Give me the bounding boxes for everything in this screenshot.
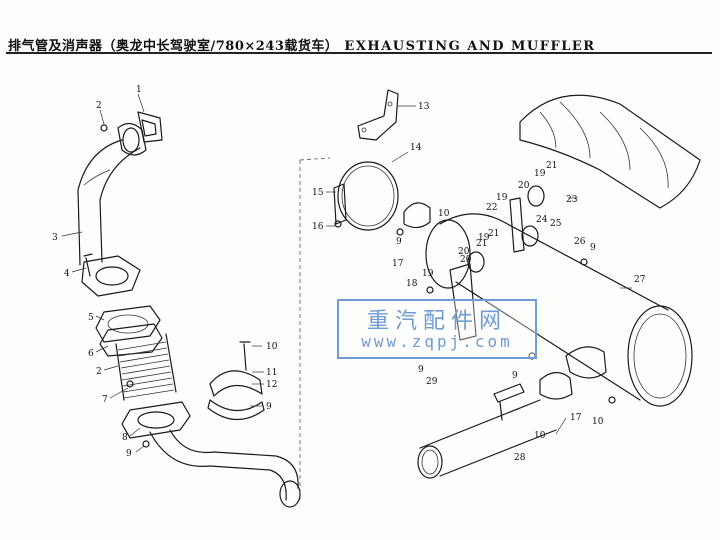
gasket-part-1	[137, 111, 163, 143]
callout-12: 12	[266, 380, 277, 390]
callout-10-tailpipe: 10	[534, 431, 546, 441]
callout-10-upper: 10	[438, 209, 450, 219]
top-flange-opening	[122, 127, 140, 153]
mid-flange	[81, 255, 141, 297]
exhaust-pipe-assembly	[77, 111, 301, 508]
callout-19-b: 19	[534, 169, 546, 179]
heat-shield-part-23	[519, 94, 701, 209]
flange-part-6	[99, 323, 163, 357]
leader-lines	[61, 93, 632, 453]
callout-20-b: 20	[458, 247, 470, 257]
callout-18: 18	[406, 279, 418, 289]
callout-9-ring: 9	[396, 237, 402, 247]
muffler-body-part-27	[425, 213, 693, 407]
flex-bellows	[115, 333, 177, 401]
callout-21-c: 21	[476, 239, 487, 249]
callout-6: 6	[88, 349, 94, 359]
callout-8: 8	[122, 433, 128, 443]
callout-7: 7	[102, 395, 108, 405]
callout-1: 1	[136, 85, 142, 95]
callout-19-a: 19	[496, 193, 508, 203]
title-chinese: 排气管及消声器（奥龙中长驾驶室/780×243载货车）	[8, 39, 339, 54]
callout-10-left: 10	[266, 342, 278, 352]
callout-26: 26	[574, 237, 586, 247]
nut-part-9-upper-right	[580, 258, 588, 266]
callout-28: 28	[514, 453, 526, 463]
callout-9-hanger: 9	[418, 365, 424, 375]
hanger-bracket-upper	[509, 197, 525, 253]
callout-16: 16	[312, 222, 324, 232]
callout-9-shield: 9	[590, 243, 596, 253]
callout-5: 5	[88, 313, 94, 323]
watermark-site-name: 重汽配件网	[366, 309, 507, 334]
rubber-mount-part-20a	[467, 251, 485, 273]
callout-13: 13	[418, 102, 430, 112]
callout-20-c: 20	[460, 255, 472, 265]
callout-25: 25	[550, 219, 562, 229]
bottom-flange-part-8	[121, 401, 191, 439]
lower-pipe	[149, 429, 299, 501]
title-english: EXHAUSTING AND MUFFLER	[344, 39, 596, 54]
callout-2-mid: 2	[96, 367, 102, 377]
callout-2-top: 2	[96, 101, 102, 111]
callout-24: 24	[536, 215, 548, 225]
callout-10-outlet: 10	[592, 417, 604, 427]
callout-19-c: 19	[422, 269, 434, 279]
callout-17-lower: 17	[570, 413, 582, 423]
callout-21-a: 21	[488, 229, 499, 239]
callout-22: 22	[486, 203, 497, 213]
rubber-mount-part-20c	[527, 185, 545, 207]
callout-23: 23	[566, 195, 578, 205]
callout-19-d: 19	[478, 233, 490, 243]
title-underline	[6, 52, 712, 54]
bent-pipe-part-3	[77, 139, 141, 266]
frame-outline	[299, 157, 331, 500]
page-title: 排气管及消声器（奥龙中长驾驶室/780×243载货车） EXHAUSTING AN…	[8, 35, 596, 54]
callout-20-a: 20	[518, 181, 530, 191]
nut-part-9-right	[396, 228, 404, 236]
strap-ring-part-14	[337, 161, 399, 231]
bolt-part-16	[334, 220, 342, 228]
watermark-box: 重汽配件网 www.zqpj.com	[337, 299, 537, 359]
callout-4: 4	[64, 269, 70, 279]
clamp-part-17-lower	[539, 371, 573, 400]
muffler-assembly	[299, 89, 701, 500]
bolt-part-10-lower	[608, 396, 616, 404]
top-flange	[117, 122, 147, 156]
gasket-part-5	[95, 305, 161, 343]
callout-9-left: 9	[126, 449, 132, 459]
rubber-mount-part-20b	[521, 225, 539, 247]
watermark-url: www.zqpj.com	[361, 332, 513, 351]
callout-labels: 1 2 3 4 5 6 2 7 8 9 10 11 12 9 13 14 15 …	[52, 85, 646, 463]
muffler-outlet-tube	[565, 346, 607, 379]
bolt-part-4	[83, 253, 93, 277]
callout-3: 3	[52, 233, 58, 243]
pipe-clamp-part-11-12	[207, 341, 265, 421]
tailpipe-bracket	[493, 383, 525, 421]
bolt-part-18	[426, 286, 434, 294]
callout-9-tailpipe: 9	[512, 371, 518, 381]
nut-part-2-top	[100, 124, 108, 132]
callout-21-b: 21	[546, 161, 557, 171]
lower-pipe-outlet	[279, 480, 301, 508]
callout-9-clamp: 9	[266, 402, 272, 412]
bracket-part-13	[357, 89, 399, 141]
tailpipe-part-28	[417, 399, 557, 479]
callout-14: 14	[410, 143, 422, 153]
nut-part-9-bottom	[142, 440, 150, 448]
callout-15: 15	[312, 188, 324, 198]
clamp-part-17-upper	[403, 202, 431, 229]
hanger-bracket-part-29	[449, 263, 477, 341]
bolt-part-7	[126, 380, 134, 388]
callout-29: 29	[426, 377, 438, 387]
callout-11: 11	[266, 368, 277, 378]
callout-17-upper: 17	[392, 259, 404, 269]
callout-27: 27	[634, 275, 646, 285]
bracket-part-15-16	[333, 183, 347, 225]
